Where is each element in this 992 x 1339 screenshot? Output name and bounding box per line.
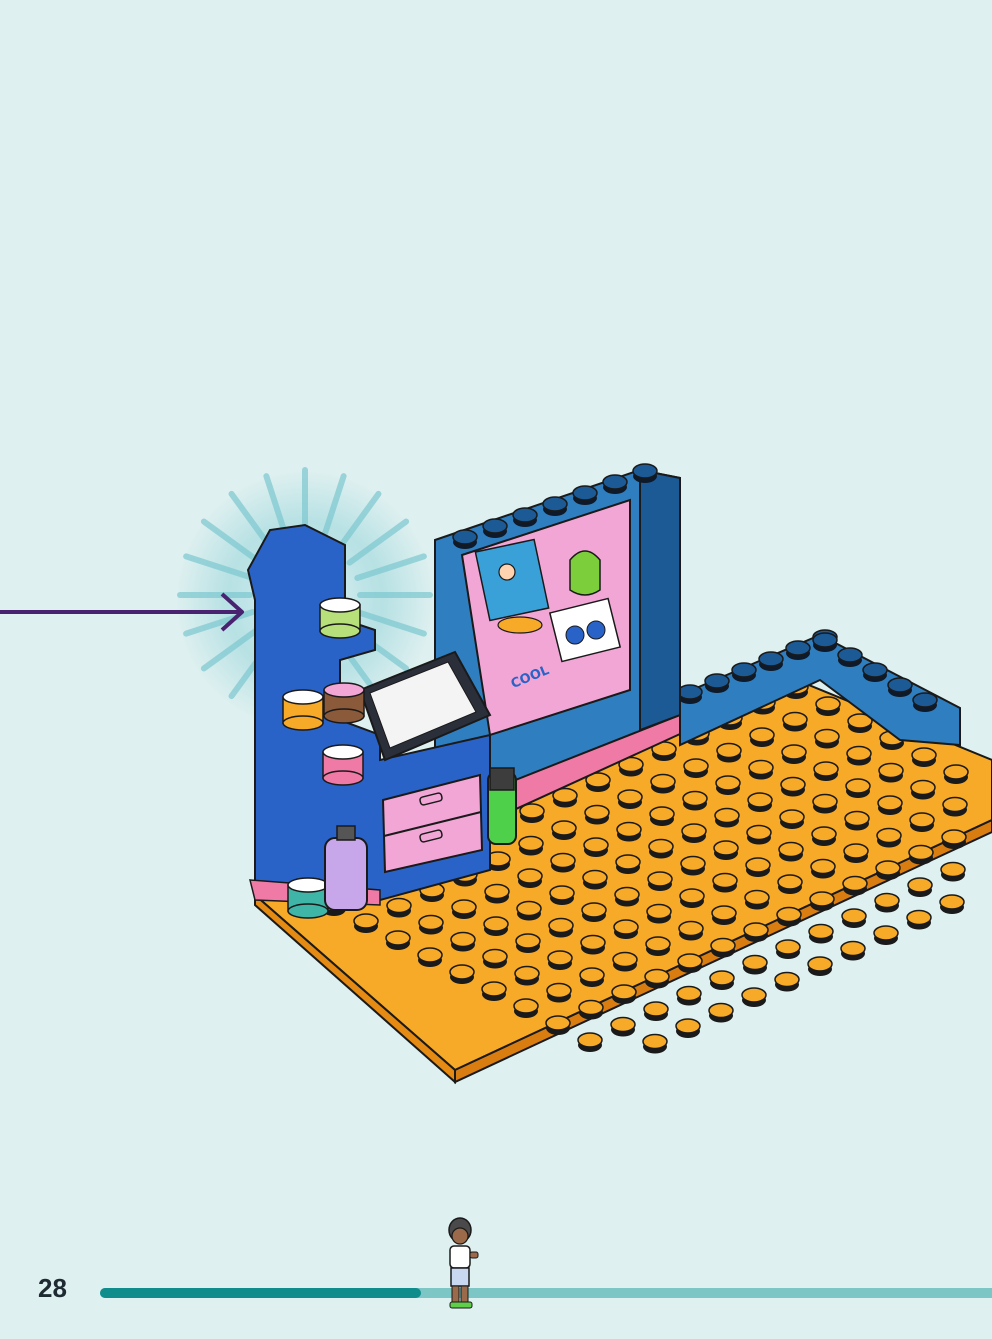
- blue-shelf-unit: [246, 523, 517, 919]
- build-progress-bar: [100, 1288, 992, 1298]
- page-number: 28: [38, 1273, 67, 1303]
- poster-wall: COOL: [434, 463, 681, 792]
- progress-fill: [100, 1288, 422, 1298]
- back-right-wall: [469, 629, 961, 832]
- orange-baseplate: [253, 663, 992, 1085]
- arrow-right-icon: [0, 592, 244, 632]
- minidoll-figure-icon: [448, 1217, 479, 1309]
